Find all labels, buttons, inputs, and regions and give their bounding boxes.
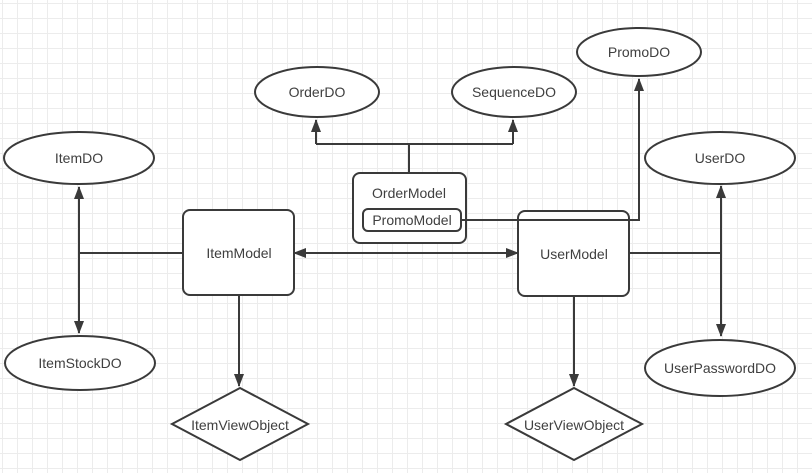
node-sequence-do[interactable]: SequenceDO: [451, 66, 577, 118]
node-user-view-object[interactable]: UserViewObject: [503, 386, 645, 462]
node-promo-model[interactable]: PromoModel: [362, 208, 462, 232]
node-item-stock-do[interactable]: ItemStockDO: [4, 335, 156, 391]
node-item-model[interactable]: ItemModel: [182, 209, 295, 296]
node-user-password-do-label: UserPasswordDO: [664, 360, 776, 376]
node-item-do-label: ItemDO: [55, 150, 103, 166]
node-item-stock-do-label: ItemStockDO: [38, 355, 121, 371]
node-order-do[interactable]: OrderDO: [254, 66, 380, 118]
node-promo-do[interactable]: PromoDO: [576, 27, 702, 77]
node-sequence-do-label: SequenceDO: [472, 84, 556, 100]
edge-promomodel-promodo[interactable]: [461, 78, 644, 221]
node-item-model-label: ItemModel: [206, 245, 271, 261]
node-user-password-do[interactable]: UserPasswordDO: [644, 339, 796, 397]
node-item-view-object-label: ItemViewObject: [191, 417, 289, 433]
node-promo-do-label: PromoDO: [608, 44, 670, 60]
node-user-do-label: UserDO: [695, 150, 746, 166]
node-user-view-object-label: UserViewObject: [524, 417, 624, 433]
node-item-view-object[interactable]: ItemViewObject: [169, 386, 311, 462]
node-user-model-label: UserModel: [540, 246, 608, 262]
node-promo-model-label: PromoModel: [372, 212, 451, 228]
node-order-model-label: OrderModel: [372, 185, 446, 201]
node-item-do[interactable]: ItemDO: [3, 131, 155, 185]
node-user-do[interactable]: UserDO: [644, 131, 796, 185]
node-order-do-label: OrderDO: [289, 84, 346, 100]
node-user-model[interactable]: UserModel: [517, 210, 630, 297]
